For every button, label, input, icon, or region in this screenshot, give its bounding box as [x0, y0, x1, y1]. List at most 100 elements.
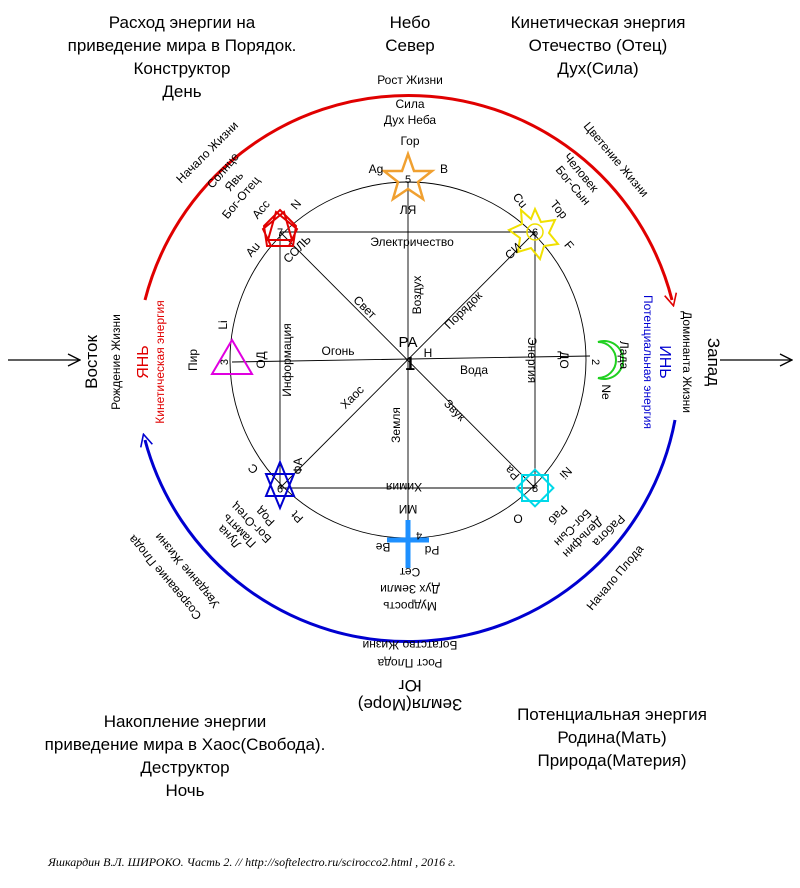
south-inner-spirit: Дух Земли: [380, 582, 440, 596]
connection-lines: [231, 182, 591, 540]
south-inner-wisdom: Мудрость: [383, 599, 437, 613]
arc-label-se: Начало Плода: [584, 542, 647, 613]
east-sub: Рождение Жизни: [109, 314, 123, 410]
corner-ne: Кинетическая энергия Отечество (Отец) Ду…: [511, 13, 686, 78]
corner-nw-line2: приведение мира в Порядок.: [68, 36, 297, 55]
point-lr-ni: Ni: [557, 464, 575, 482]
arc-kinetic-red: [143, 94, 672, 300]
point-right-do: ДО: [557, 351, 571, 368]
point-top-left: Ag: [369, 162, 384, 176]
green-crescent-icon: [597, 340, 625, 380]
point-ll-pt: Pt: [288, 507, 306, 525]
south-inner-wealth: Богатство Жизни: [363, 638, 458, 652]
point-bottom-mi: МИ: [399, 502, 418, 516]
line-order: Порядок: [442, 288, 486, 332]
point-left-number: 3: [219, 359, 231, 365]
point-ul-n: N: [288, 197, 304, 213]
center-label: РА: [398, 334, 417, 351]
point-left-od: ОД: [254, 351, 268, 368]
corner-nw-line3: Конструктор: [134, 59, 231, 78]
south-inner-set: Сет: [399, 565, 420, 579]
line-electricity: Электричество: [370, 235, 454, 249]
corner-ne-line3: Дух(Сила): [557, 59, 638, 78]
point-ll-c: С: [245, 461, 261, 477]
yellow-star-icon: [507, 206, 560, 262]
south-title-yug: Юг: [398, 676, 421, 695]
line-sound: Звук: [441, 397, 469, 425]
center-sub: Н: [424, 346, 433, 360]
point-bottom-pd: Pd: [425, 543, 440, 557]
point-right: 2 Лада ДО Ne: [557, 340, 631, 400]
east-yang: ЯНЬ: [135, 345, 152, 379]
north-inner-1: Сила: [395, 97, 424, 111]
north-title-2: Север: [385, 36, 434, 55]
corner-sw-line3: Деструктор: [140, 758, 229, 777]
east-title: Восток: [82, 335, 101, 389]
line-chemistry: Химия: [386, 480, 422, 494]
corner-sw-line1: Накопление энергии: [104, 712, 267, 731]
corner-ne-line1: Кинетическая энергия: [511, 13, 686, 32]
west-yin: ИНЬ: [656, 345, 673, 379]
point-top-number: 5: [405, 174, 411, 186]
point-lr-number: 8: [532, 483, 538, 495]
point-left-li: Li: [216, 320, 230, 329]
corner-nw-line4: День: [162, 82, 201, 101]
point-upper-left: 7 Асс N Au СОЛЬ Солнце Явь Бог-Отец: [204, 150, 314, 266]
south-title-earth: Земля(Море): [358, 695, 463, 714]
point-ll-number: 9: [277, 482, 283, 494]
point-lr-ra: Рa: [502, 462, 523, 483]
corner-se-line2: Родина(Мать): [557, 728, 666, 747]
line-earth: Земля: [389, 407, 403, 443]
west-energy: Потенциальная энергия: [641, 295, 655, 429]
west-sub: Доминанта Жизни: [680, 311, 694, 413]
arc-potential-blue: [145, 419, 677, 644]
point-ur-tor: Тор: [547, 197, 571, 221]
point-ur-si: СИ: [502, 240, 524, 262]
point-ur-cu: Cu: [510, 190, 531, 211]
east-energy: Кинетическая энергия: [153, 300, 167, 423]
north-title-1: Небо: [390, 13, 431, 32]
line-energy: Энергия: [525, 337, 539, 383]
point-top-right: B: [440, 162, 448, 176]
point-lr-rab: Раб: [545, 502, 570, 527]
point-ll-fa: ФА: [291, 458, 305, 475]
point-right-lada: Лада: [617, 341, 631, 370]
north-inner-3: Гор: [400, 134, 419, 148]
point-bottom: 4 МИ Be Pd: [375, 502, 439, 568]
point-left: 3 Li Пир ОД: [186, 320, 268, 375]
west-title: Запад: [704, 338, 723, 386]
north-arc-label: Рост Жизни: [377, 73, 443, 87]
center-number: 1: [405, 354, 415, 374]
point-lr-o: O: [513, 512, 522, 526]
red-heptagram-icon: [261, 208, 299, 247]
point-ul-acc: Асс: [249, 197, 273, 221]
orange-star-icon: [380, 150, 436, 202]
corner-nw-line1: Расход энергии на: [109, 13, 256, 32]
point-top: 5 Ag B ЛЯ: [369, 150, 448, 217]
corner-nw: Расход энергии на приведение мира в Поря…: [68, 13, 297, 101]
blue-hexagram-icon: [264, 459, 296, 497]
point-left-pir: Пир: [186, 349, 200, 371]
line-chaos: Хаос: [338, 383, 367, 412]
north-inner-2: Дух Неба: [384, 113, 437, 127]
corner-se-line3: Природа(Материя): [537, 751, 686, 770]
line-information: Информация: [280, 323, 294, 396]
corner-ne-line2: Отечество (Отец): [529, 36, 668, 55]
point-right-ne: Ne: [599, 384, 613, 400]
point-bottom-be: Be: [375, 540, 390, 554]
corner-se-line1: Потенциальная энергия: [517, 705, 707, 724]
corner-sw: Накопление энергии приведение мира в Хао…: [45, 712, 326, 800]
line-fire: Огонь: [322, 344, 355, 358]
point-top-note: ЛЯ: [400, 203, 417, 217]
point-ul-number: 7: [277, 227, 283, 239]
corner-se: Потенциальная энергия Родина(Мать) Приро…: [517, 705, 707, 770]
point-upper-right: 6 Cu Тор F СИ Человек Бог-Сын: [502, 150, 602, 262]
corner-sw-line4: Ночь: [165, 781, 204, 800]
point-ur-f: F: [561, 238, 576, 253]
point-ur-number: 6: [532, 227, 538, 239]
credit-line: Яшкардин В.Л. ШИРОКО. Часть 2. // http:/…: [47, 855, 456, 869]
point-lower-left: 9 С ФА Pt Род Бог-Отец Память Луна: [214, 458, 306, 552]
point-lower-right: 8 Рa Ni O Раб Бог-Сын Дельфин Работа: [502, 462, 628, 560]
point-right-number: 2: [589, 359, 601, 365]
